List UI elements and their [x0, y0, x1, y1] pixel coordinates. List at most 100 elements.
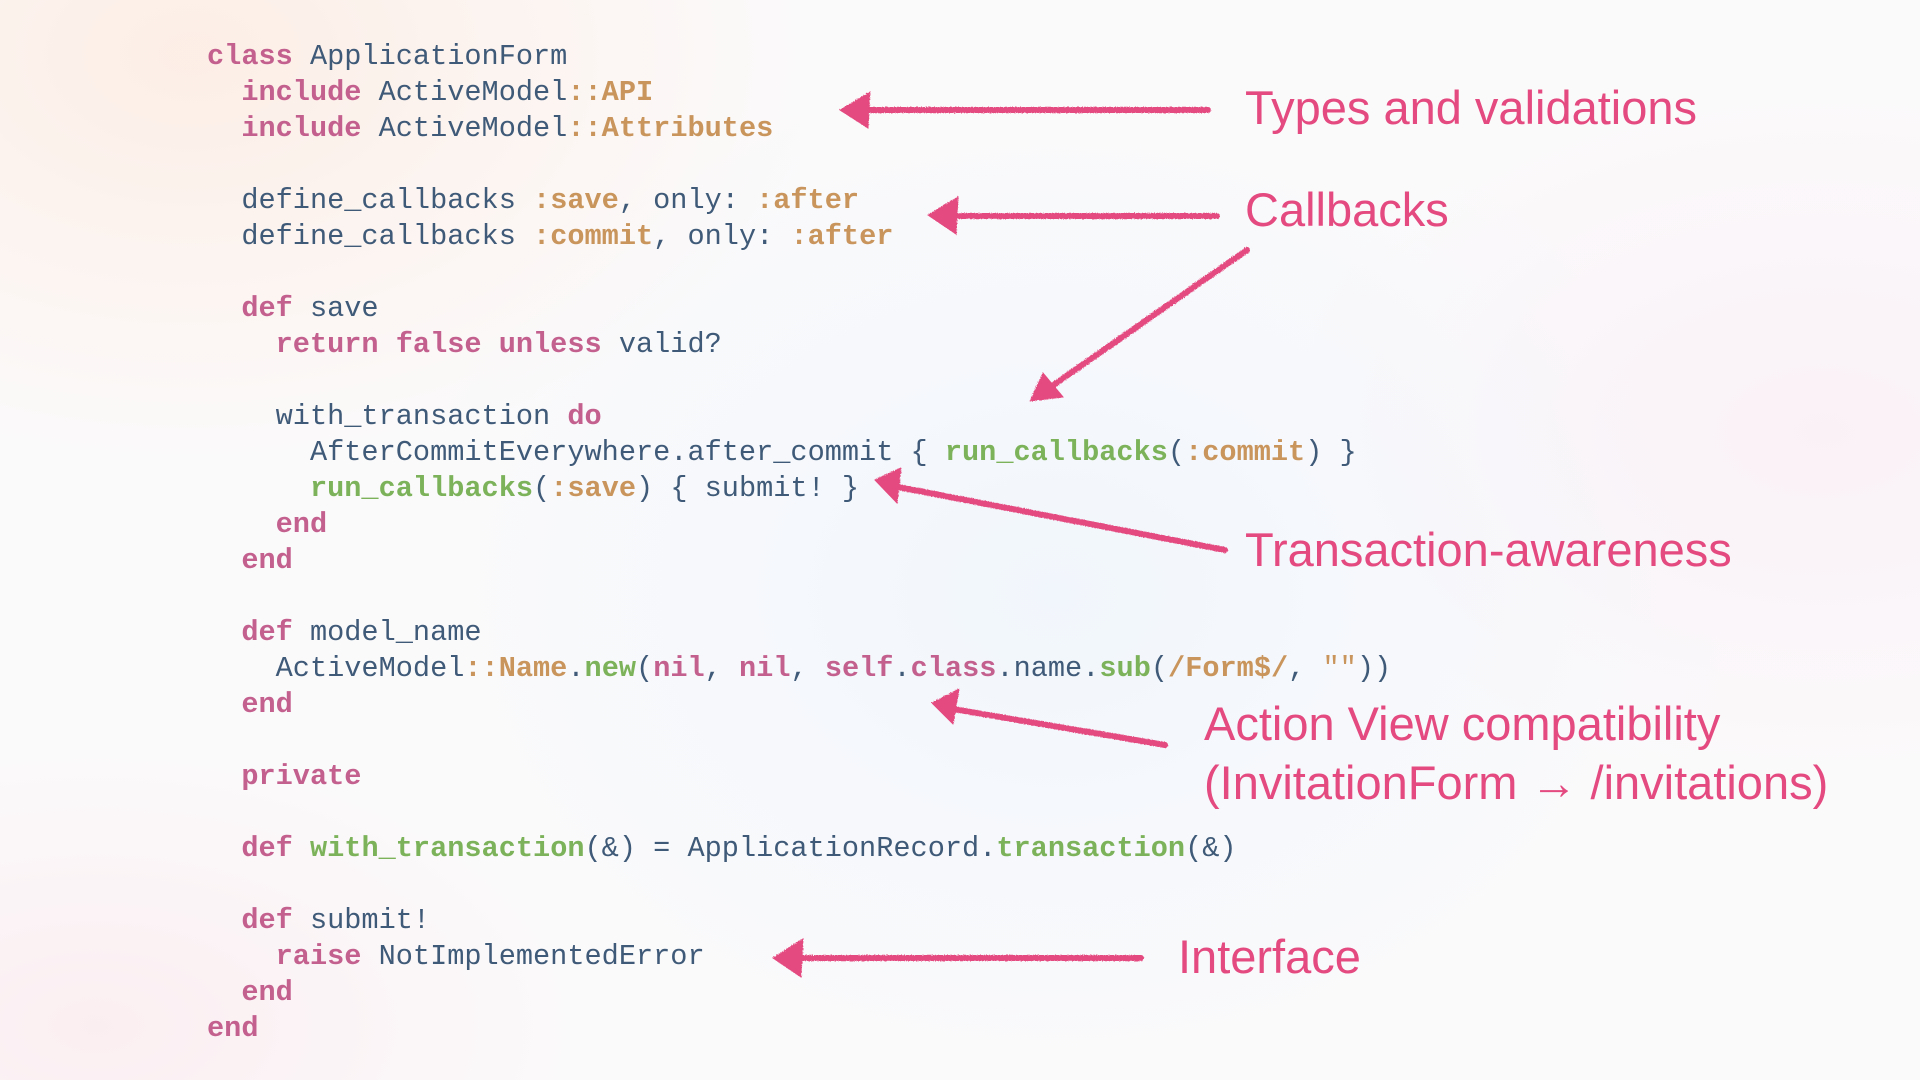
- code-token-id: (&) = ApplicationRecord.: [584, 832, 997, 865]
- code-token-sym: :commit: [1185, 436, 1306, 469]
- code-token-id: (: [1150, 652, 1169, 685]
- code-token-id: , only:: [653, 220, 791, 253]
- code-token-kw: end: [207, 508, 328, 541]
- annotation-action-view: Action View compatibility: [1204, 697, 1721, 750]
- code-line: include ActiveModel::API: [207, 75, 1391, 111]
- code-token-id: .name.: [996, 652, 1100, 685]
- code-token-kw: raise: [207, 940, 362, 973]
- code-token-kw: def: [207, 616, 293, 649]
- code-token-id: ,: [1288, 652, 1323, 685]
- code-token-sym: :commit: [533, 220, 654, 253]
- code-line: define_callbacks :save, only: :after: [207, 183, 1391, 219]
- arrow-callbacks-diagonal-icon: [1029, 247, 1250, 402]
- code-token-id: (: [636, 652, 654, 685]
- annotation-transaction: Transaction-awareness: [1245, 523, 1732, 576]
- code-line: end: [207, 975, 1391, 1011]
- code-token-id: )): [1356, 652, 1392, 685]
- code-block: class ApplicationForm include ActiveMode…: [207, 39, 1391, 1047]
- code-line: class ApplicationForm: [207, 39, 1391, 75]
- code-token-kw: end: [207, 1012, 259, 1045]
- code-token-kw: end: [207, 688, 293, 721]
- code-token-sym: :after: [790, 220, 894, 253]
- code-token-id: (: [1167, 436, 1186, 469]
- arrow-types-icon: [839, 91, 1211, 129]
- arrow-interface-icon: [772, 938, 1144, 978]
- code-token-fn: new: [584, 652, 637, 685]
- code-line: private: [207, 759, 1391, 795]
- code-token-fn: run_callbacks: [944, 436, 1168, 469]
- code-token-id: ) { submit! }: [636, 472, 860, 505]
- annotation-interface: Interface: [1178, 930, 1361, 983]
- code-token-id: ActiveModel: [361, 76, 568, 109]
- code-token-kw: include: [207, 112, 362, 145]
- code-line: end: [207, 1011, 1391, 1047]
- code-token-sym: :save: [550, 472, 636, 505]
- code-token-id: .: [893, 652, 911, 685]
- code-line: def submit!: [207, 903, 1391, 939]
- code-token-kw: nil: [653, 652, 705, 685]
- code-token-id: define_callbacks: [207, 220, 534, 253]
- code-line: include ActiveModel::Attributes: [207, 111, 1391, 147]
- code-token-id: define_callbacks: [207, 184, 534, 217]
- code-line: def save: [207, 291, 1391, 327]
- code-token-id: ,: [790, 652, 825, 685]
- code-line: end: [207, 687, 1391, 723]
- code-token-fn: run_callbacks: [207, 472, 534, 505]
- code-token-kw: def: [207, 832, 293, 865]
- code-line: def model_name: [207, 615, 1391, 651]
- code-token-kw: nil: [739, 652, 791, 685]
- code-token-id: AfterCommitEverywhere.after_commit {: [207, 436, 945, 469]
- arrow-action-view-icon: [931, 688, 1168, 748]
- arrow-transaction-icon: [874, 467, 1228, 553]
- code-token-id: (: [533, 472, 551, 505]
- code-token-id: ActiveModel: [361, 112, 568, 145]
- code-token-kw: def: [207, 904, 293, 937]
- code-token-kw: class: [910, 652, 997, 685]
- code-token-kw: do: [567, 400, 602, 433]
- code-line: return false unless valid?: [207, 327, 1391, 363]
- code-token-kw: def: [207, 292, 293, 325]
- code-token-sym: ::API: [567, 76, 654, 109]
- code-line: raise NotImplementedError: [207, 939, 1391, 975]
- code-token-kw: end: [207, 976, 293, 1009]
- code-token-id: ActiveModel: [207, 652, 465, 685]
- code-token-id: (&): [1185, 832, 1237, 865]
- code-line: with_transaction do: [207, 399, 1391, 435]
- code-line: end: [207, 543, 1391, 579]
- code-line: AfterCommitEverywhere.after_commit { run…: [207, 435, 1391, 471]
- code-token-id: ) }: [1305, 436, 1357, 469]
- annotation-types: Types and validations: [1245, 81, 1698, 134]
- code-token-sym: :after: [756, 184, 860, 217]
- code-line: run_callbacks(:save) { submit! }: [207, 471, 1391, 507]
- code-token-id: .: [567, 652, 585, 685]
- code-token-sym: ::Name: [464, 652, 568, 685]
- code-line: ActiveModel::Name.new(nil, nil, self.cla…: [207, 651, 1392, 687]
- code-token-id: NotImplementedError: [361, 940, 705, 973]
- code-line: end: [207, 507, 1391, 543]
- code-token-sym: :save: [533, 184, 619, 217]
- code-token-id: ApplicationForm: [292, 40, 568, 73]
- code-line: def with_transaction(&) = ApplicationRec…: [207, 831, 1391, 867]
- code-token-id: model_name: [292, 616, 482, 649]
- code-token-fn: with_transaction: [309, 832, 585, 865]
- code-token-kw: include: [207, 76, 362, 109]
- code-token-fn: sub: [1099, 652, 1151, 685]
- code-token-id: ,: [704, 652, 739, 685]
- code-token-fn: transaction: [996, 832, 1186, 865]
- code-token-id: save: [292, 292, 379, 325]
- code-token-id: with_transaction: [207, 400, 568, 433]
- code-token-kw: self: [824, 652, 894, 685]
- annotation-callbacks: Callbacks: [1245, 183, 1449, 236]
- code-token-id: , only:: [618, 184, 757, 217]
- code-token-str: "": [1322, 652, 1357, 685]
- code-token-id: valid?: [601, 328, 722, 361]
- arrow-callbacks-icon: [927, 196, 1220, 235]
- code-token-sym: ::Attributes: [567, 112, 774, 145]
- code-token-kw: class: [207, 40, 293, 73]
- annotation-action-view-example: (InvitationForm → /invitations): [1204, 756, 1829, 809]
- code-token-sym: /Form$/: [1168, 652, 1289, 685]
- code-line: define_callbacks :commit, only: :after: [207, 219, 1391, 255]
- code-token-kw: end: [207, 544, 293, 577]
- code-token-kw: return false unless: [207, 328, 602, 361]
